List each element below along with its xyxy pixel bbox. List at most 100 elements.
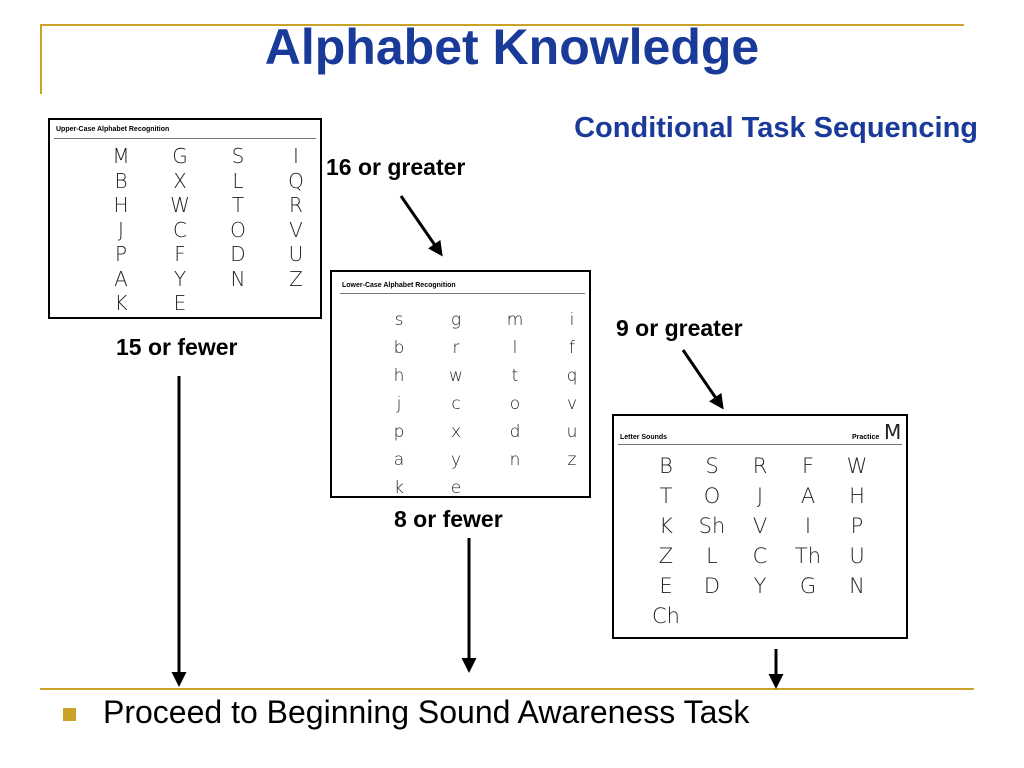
practice-label: Practice	[852, 434, 880, 441]
letter-sounds-card-title: Letter Sounds	[620, 434, 668, 441]
card-rule	[618, 444, 902, 445]
letter-cell: b	[393, 338, 405, 358]
lowercase-fewer-label: 8 or fewer	[394, 506, 503, 532]
letter-cell: Ch	[652, 604, 680, 628]
letter-cell: N	[849, 574, 865, 598]
letter-cell: D	[230, 242, 246, 266]
bullet-text: Proceed to Beginning Sound Awareness Tas…	[103, 694, 750, 730]
lowercase-greater-label: 9 or greater	[616, 315, 743, 341]
letter-cell: L	[232, 168, 244, 193]
letter-cell: w	[449, 366, 463, 386]
letter-cell: J	[118, 217, 124, 242]
letter-cell: E	[173, 291, 187, 315]
letter-cell: A	[800, 484, 816, 508]
letter-cell: Th	[794, 544, 822, 568]
letter-cell: H	[113, 193, 129, 217]
letter-cell: Z	[658, 544, 674, 568]
letter-cell: j	[396, 394, 402, 414]
letter-cell: o	[509, 394, 521, 414]
letter-cell: C	[752, 544, 768, 568]
practice-letter: M	[884, 420, 902, 444]
letter-cell: K	[659, 514, 673, 538]
letter-cell: R	[752, 454, 768, 478]
bottom-accent-line	[40, 688, 974, 690]
letter-cell: k	[394, 478, 404, 498]
letter-cell: Q	[288, 168, 304, 193]
letter-cell: s	[394, 310, 404, 330]
letter-cell: Sh	[698, 514, 726, 538]
card-rule	[340, 293, 585, 294]
letter-cell: E	[659, 574, 673, 598]
letter-cell: c	[451, 394, 461, 414]
letter-cell: W	[846, 454, 868, 478]
letter-cell: T	[659, 484, 673, 508]
letter-cell: J	[756, 484, 764, 508]
letter-cell: P	[850, 514, 864, 538]
arrow-lc-greater	[681, 349, 724, 410]
letter-cell: M	[112, 144, 130, 168]
letter-cell: f	[569, 338, 575, 358]
letter-cell: z	[567, 450, 577, 470]
letter-cell: I	[293, 144, 299, 168]
letter-cell: i	[569, 310, 575, 330]
letter-cell: r	[452, 338, 460, 358]
letter-cell: e	[450, 478, 462, 498]
letter-cell: X	[173, 168, 187, 193]
slide-subtitle: Conditional Task Sequencing	[574, 112, 978, 144]
letter-cell: G	[172, 144, 188, 168]
letter-cell: y	[450, 450, 462, 470]
letter-cell: A	[114, 266, 128, 291]
letter-cell: p	[393, 422, 405, 442]
letter-cell: C	[173, 217, 187, 242]
letter-cell: S	[231, 144, 245, 168]
letter-cell: t	[511, 366, 519, 386]
letter-cell: l	[512, 338, 518, 358]
letter-cell: O	[703, 484, 721, 508]
letter-cell: a	[393, 450, 405, 470]
left-accent-line	[40, 24, 42, 94]
arrow-uc-greater	[399, 195, 443, 257]
letter-cell: Z	[289, 266, 303, 291]
letter-cell: Y	[173, 266, 187, 291]
uppercase-greater-label: 16 or greater	[326, 154, 466, 180]
letter-cell: n	[509, 450, 521, 470]
letter-cell: T	[231, 193, 245, 217]
bullet-square-icon	[63, 708, 76, 721]
letter-cell: g	[450, 310, 462, 330]
letter-cell: Y	[753, 574, 767, 598]
uppercase-card-title: Upper-Case Alphabet Recognition	[56, 126, 170, 133]
letter-cell: P	[114, 242, 128, 266]
letter-cell: m	[506, 310, 524, 330]
letter-cell: O	[230, 217, 246, 242]
letter-cell: G	[799, 574, 817, 598]
letter-cell: B	[114, 168, 128, 193]
letter-cell: V	[752, 514, 768, 538]
letter-cell: H	[849, 484, 865, 508]
letter-cell: K	[114, 291, 128, 315]
card-rule	[54, 138, 316, 139]
letter-cell: U	[288, 242, 304, 266]
letter-cell: I	[804, 514, 812, 538]
letter-cell: B	[659, 454, 673, 478]
letter-cell: L	[706, 544, 718, 568]
letter-cell: F	[801, 454, 815, 478]
lowercase-card-title: Lower-Case Alphabet Recognition	[342, 282, 456, 289]
letter-cell: R	[289, 193, 303, 217]
slide-title: Alphabet Knowledge	[264, 19, 760, 75]
letter-cell: u	[566, 422, 578, 442]
letter-cell: N	[230, 266, 246, 291]
uppercase-fewer-label: 15 or fewer	[116, 334, 238, 360]
letter-cell: v	[566, 394, 578, 414]
letter-cell: V	[289, 217, 303, 242]
letter-cell: h	[393, 366, 405, 386]
top-accent-line	[40, 24, 964, 26]
letter-cell: D	[703, 574, 721, 598]
letter-cell: F	[174, 242, 186, 266]
letter-cell: x	[450, 422, 462, 442]
letter-cell: W	[170, 193, 190, 217]
letter-cell: d	[509, 422, 521, 442]
